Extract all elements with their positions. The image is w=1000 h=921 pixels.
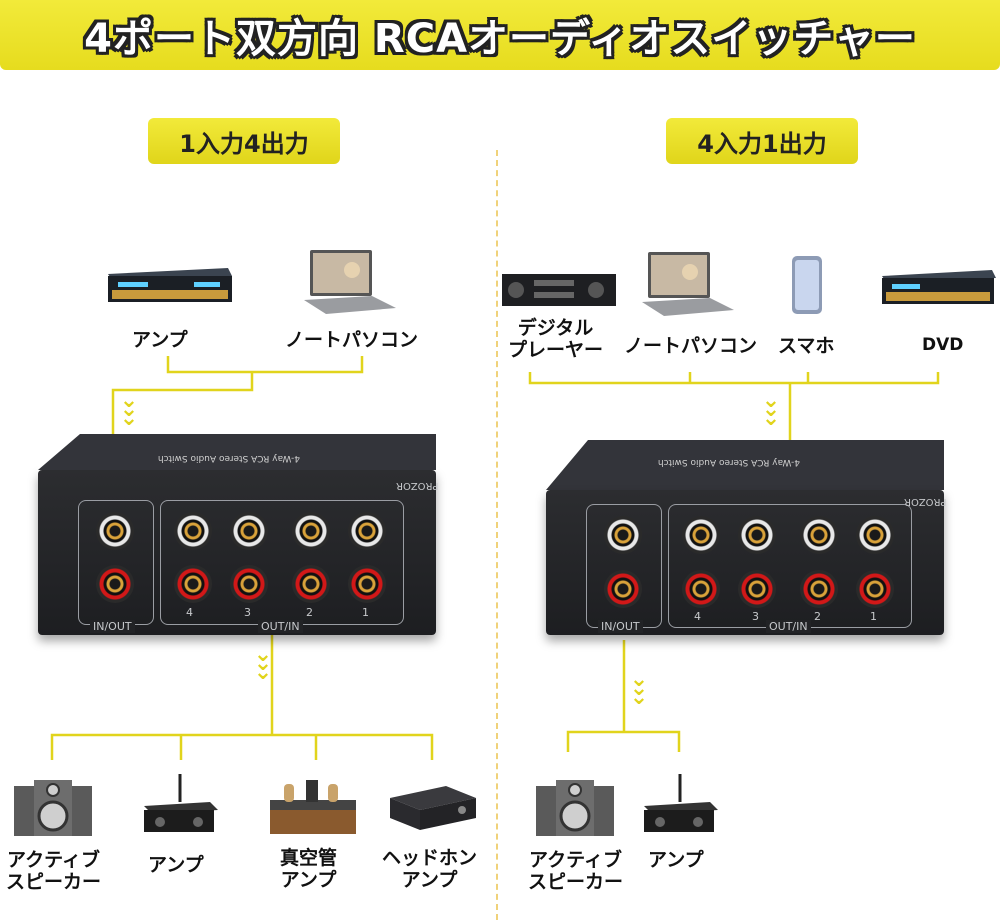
dvd-player-icon xyxy=(878,268,996,308)
output-label: 真空管 アンプ xyxy=(280,847,338,891)
rca-jack-white[interactable] xyxy=(348,512,386,550)
port-number: 2 xyxy=(306,606,313,619)
mode-pill-left: 1入力4出力 xyxy=(148,118,340,164)
source-label: スマホ xyxy=(778,335,835,357)
chevron-down-icon: ⌄⌄⌄ xyxy=(253,642,273,685)
rca-jack-red[interactable] xyxy=(856,570,894,608)
output-label: アクティブ スピーカー xyxy=(528,849,624,893)
rca-jack-white[interactable] xyxy=(856,516,894,554)
mode-pill-right: 4入力1出力 xyxy=(666,118,858,164)
source-label: ノートパソコン xyxy=(624,335,758,357)
port-number: 3 xyxy=(244,606,251,619)
source-label: ノートパソコン xyxy=(285,329,419,351)
brand-text: PROZOR xyxy=(904,496,947,507)
port-number: 2 xyxy=(814,610,821,623)
amplifier-icon xyxy=(140,772,220,836)
chevron-down-icon: ⌄⌄⌄ xyxy=(761,388,781,431)
audio-switch-left: 4-Way RCA Stereo Audio Switch 4 3 2 1 IN… xyxy=(38,448,436,635)
port-number: 3 xyxy=(752,610,759,623)
rca-jack-white[interactable] xyxy=(800,516,838,554)
chevron-down-icon: ⌄⌄⌄ xyxy=(629,667,649,710)
chevron-down-icon: ⌄⌄⌄ xyxy=(119,388,139,431)
digital-player-icon xyxy=(500,270,618,310)
laptop-icon xyxy=(300,248,398,316)
switch-model-text: 4-Way RCA Stereo Audio Switch xyxy=(178,448,336,459)
headphone-amp-icon xyxy=(386,784,478,832)
out-in-label: OUT/IN xyxy=(766,620,811,633)
rca-jack-red[interactable] xyxy=(174,565,212,603)
source-label: アンプ xyxy=(132,329,188,351)
output-label: ヘッドホン アンプ xyxy=(382,847,478,891)
rca-jack-red[interactable] xyxy=(292,565,330,603)
port-number: 4 xyxy=(186,606,193,619)
rca-jack-red[interactable] xyxy=(96,565,134,603)
speaker-icon xyxy=(534,776,616,838)
rca-jack-red[interactable] xyxy=(800,570,838,608)
mode-left-label: 1入力4出力 xyxy=(179,129,309,158)
amp-device-icon xyxy=(104,266,232,306)
speaker-icon xyxy=(12,776,94,838)
smartphone-icon xyxy=(790,254,824,316)
brand-text: PROZOR xyxy=(396,480,439,491)
mode-right-label: 4入力1出力 xyxy=(697,129,827,158)
source-label: デジタル プレーヤー xyxy=(508,317,604,361)
rca-jack-white[interactable] xyxy=(96,512,134,550)
output-label: アンプ xyxy=(648,849,704,871)
rca-jack-white[interactable] xyxy=(604,516,642,554)
out-in-label: OUT/IN xyxy=(258,620,303,633)
section-divider xyxy=(496,150,498,920)
rca-jack-white[interactable] xyxy=(682,516,720,554)
rca-jack-red[interactable] xyxy=(230,565,268,603)
port-number: 1 xyxy=(870,610,877,623)
rca-jack-white[interactable] xyxy=(230,512,268,550)
port-number: 4 xyxy=(694,610,701,623)
output-label: アクティブ スピーカー xyxy=(6,849,102,893)
port-number: 1 xyxy=(362,606,369,619)
rca-jack-white[interactable] xyxy=(174,512,212,550)
rca-jack-red[interactable] xyxy=(348,565,386,603)
banner-title: 4ポート双方向 RCAオーディオスイッチャー xyxy=(84,16,916,62)
tube-amp-icon xyxy=(266,778,358,836)
output-label: アンプ xyxy=(148,854,204,876)
in-out-label: IN/OUT xyxy=(598,620,643,633)
rca-jack-white[interactable] xyxy=(738,516,776,554)
rca-jack-red[interactable] xyxy=(604,570,642,608)
rca-jack-white[interactable] xyxy=(292,512,330,550)
rca-jack-red[interactable] xyxy=(738,570,776,608)
rca-jack-red[interactable] xyxy=(682,570,720,608)
amplifier-icon xyxy=(640,772,720,836)
title-banner: 4ポート双方向 RCAオーディオスイッチャー xyxy=(0,0,1000,70)
source-label: DVD xyxy=(922,335,964,355)
laptop-icon xyxy=(640,250,736,318)
in-out-label: IN/OUT xyxy=(90,620,135,633)
audio-switch-right: 4 3 2 1 IN/OUT OUT/IN xyxy=(546,490,944,635)
